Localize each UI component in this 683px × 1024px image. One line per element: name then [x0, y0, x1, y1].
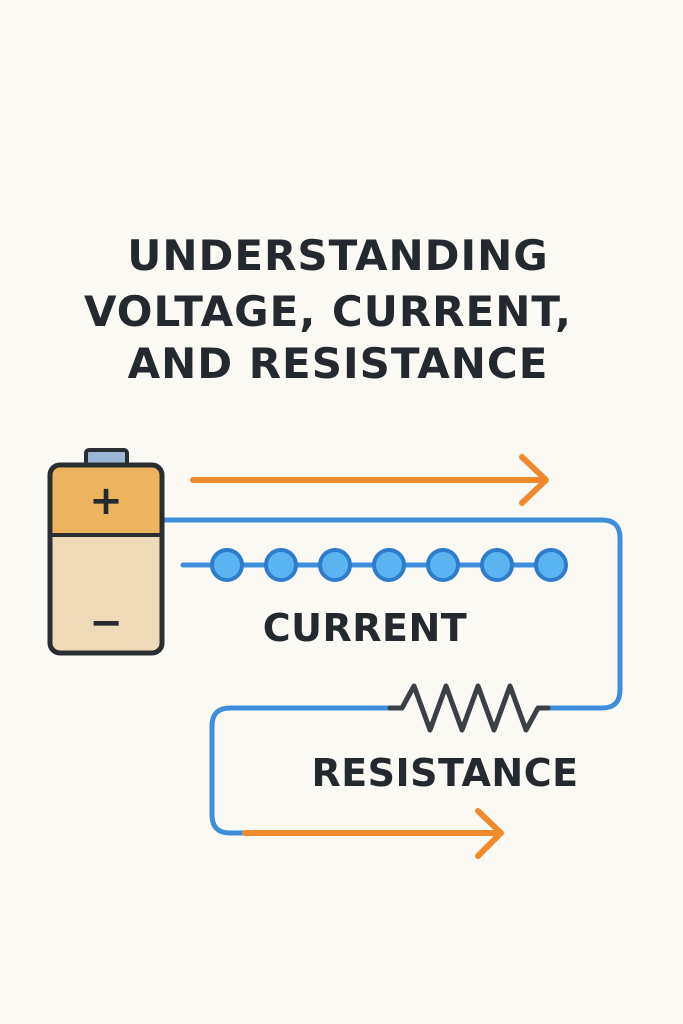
- resistance-label: RESISTANCE: [311, 751, 578, 795]
- title-line-1: UNDERSTANDING: [127, 231, 549, 280]
- electron-flow: [180, 548, 568, 582]
- arrow-right-icon: [475, 808, 504, 859]
- electron-dot-icon: [372, 548, 406, 582]
- electron-dot-icon: [318, 548, 352, 582]
- electron-dot-icon: [210, 548, 244, 582]
- electron-dot-icon: [426, 548, 460, 582]
- arrow-right-icon: [519, 454, 549, 506]
- current-label: CURRENT: [263, 606, 467, 650]
- title-line-3: AND RESISTANCE: [128, 339, 549, 388]
- battery-positive-terminal: +: [89, 478, 123, 524]
- electron-dot-icon: [264, 548, 298, 582]
- battery-outline: [47, 462, 165, 656]
- title: UNDERSTANDING VOLTAGE, CURRENT, AND RESI…: [84, 231, 572, 388]
- voltage-arrow-top: [190, 454, 549, 506]
- battery-top-half: [50, 465, 162, 535]
- resistor-zigzag-icon: [387, 683, 551, 733]
- electron-dot-icon: [480, 548, 514, 582]
- battery-bottom-half: [50, 535, 162, 653]
- electron-dot-icon: [534, 548, 568, 582]
- voltage-arrow-bottom: [242, 808, 504, 859]
- electron-dots: [210, 548, 568, 582]
- circuit-wire: [157, 517, 623, 836]
- battery-icon: + −: [47, 448, 165, 656]
- title-line-2: VOLTAGE, CURRENT,: [84, 287, 572, 336]
- battery-negative-terminal: −: [89, 600, 123, 646]
